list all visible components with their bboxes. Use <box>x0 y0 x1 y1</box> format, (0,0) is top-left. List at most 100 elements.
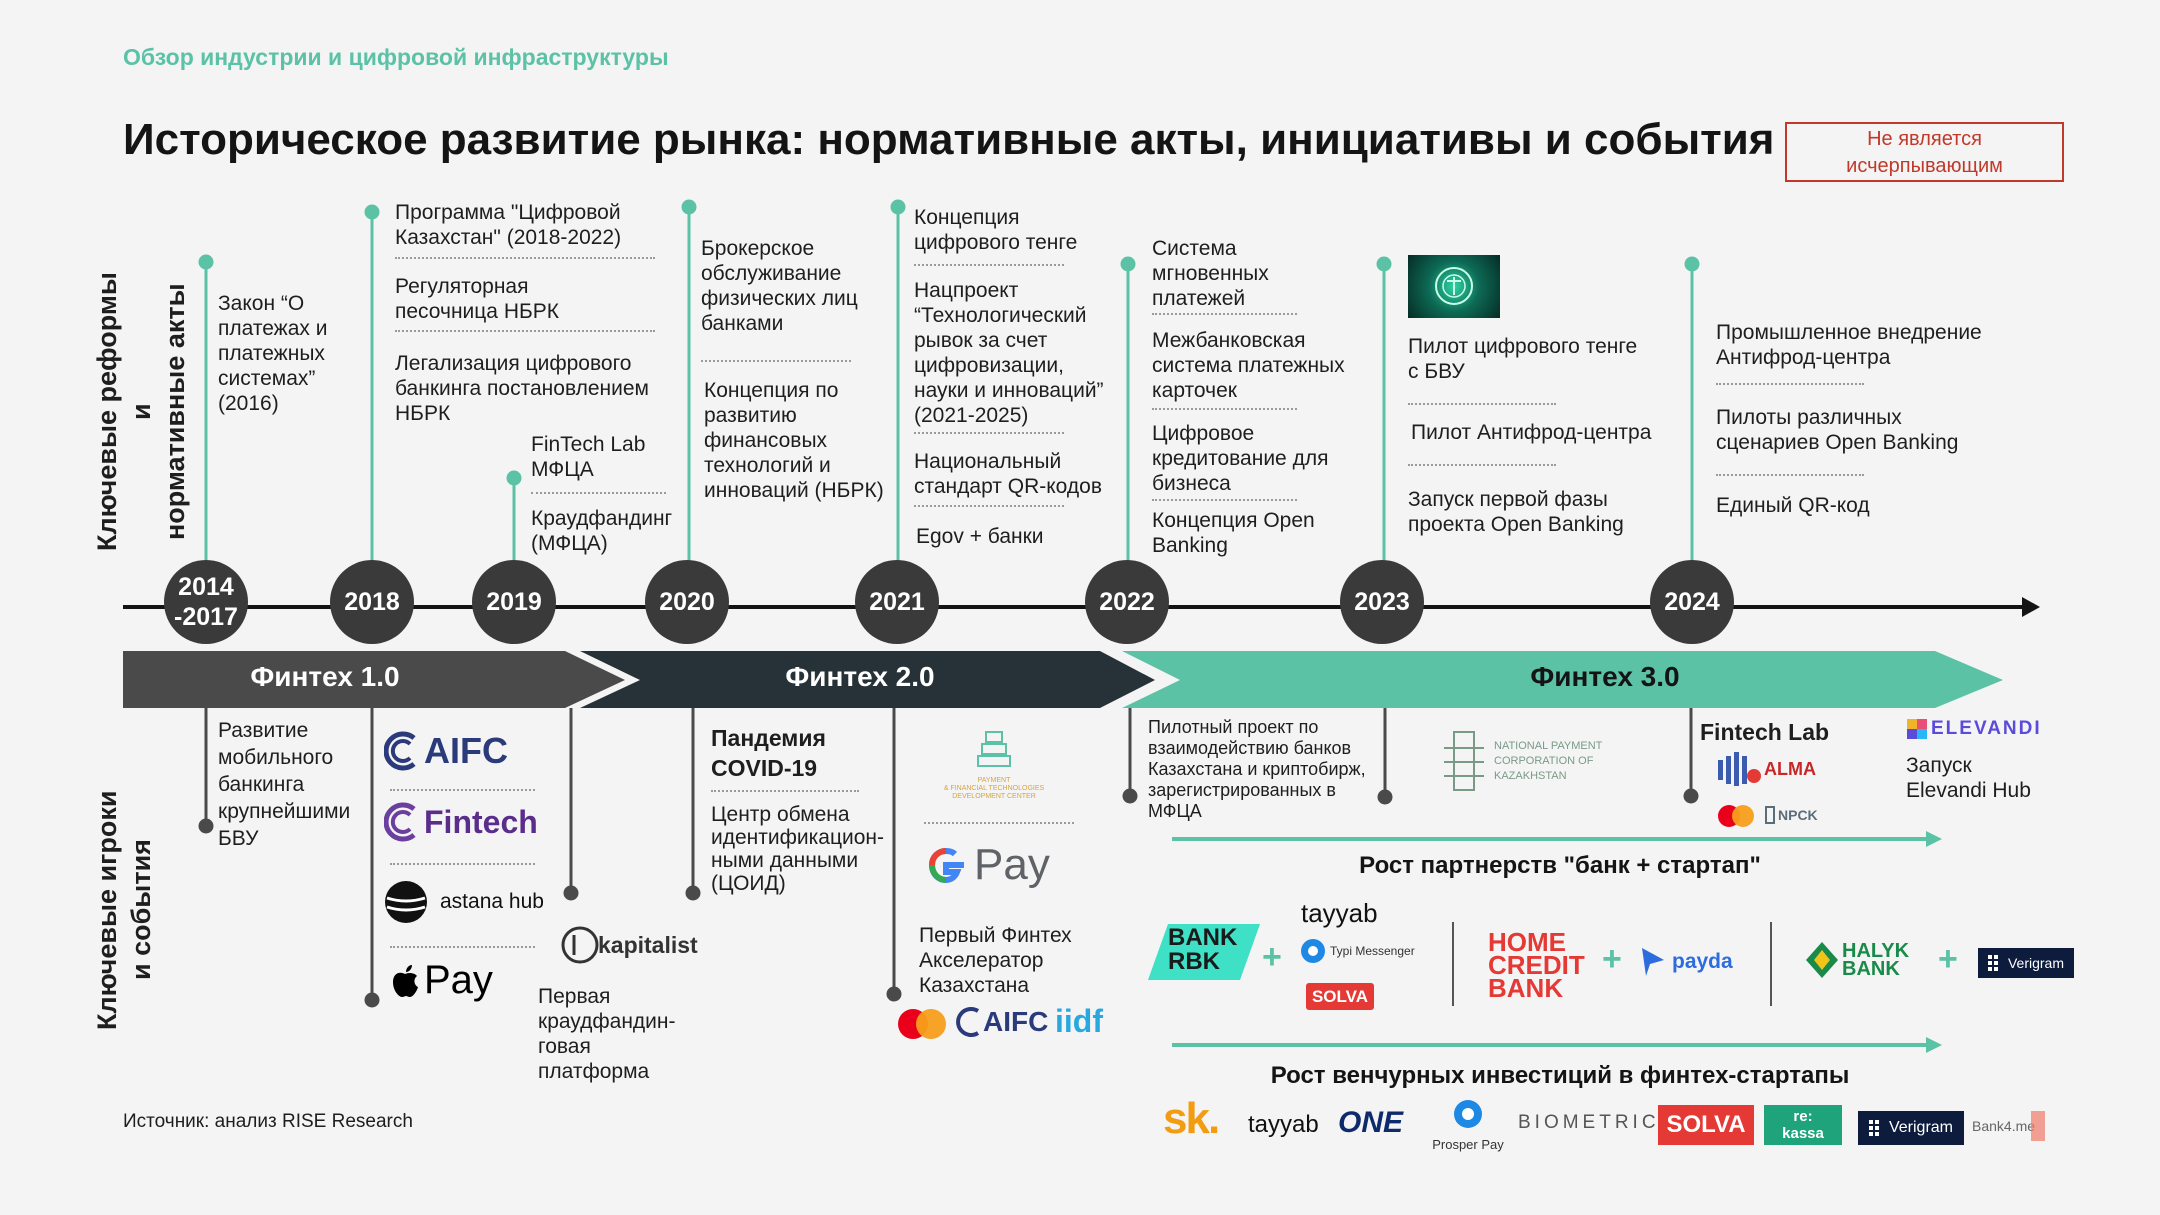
plus-icon: + <box>1938 940 1958 978</box>
year-circle-2021: 2021 <box>855 560 939 644</box>
reform-2022-3: Цифровое кредитование для бизнеса <box>1152 422 1329 495</box>
timeline-arrowhead <box>2022 597 2040 617</box>
investment-arrowhead <box>1926 1037 1942 1053</box>
apple-icon <box>393 964 418 997</box>
event-2022: Пилотный проект по взаимодействию банков… <box>1148 717 1366 821</box>
one-logo: ONE <box>1338 1106 1404 1139</box>
npck-icon <box>1444 731 1484 791</box>
tayyab-logo: tayyab <box>1301 898 1378 928</box>
mastercard-icon <box>898 1009 946 1039</box>
google-icon <box>928 847 964 884</box>
prosper-icon <box>1454 1100 1482 1128</box>
reform-2021-3: Национальный стандарт QR-кодов <box>914 450 1102 498</box>
stage-arrow-1 <box>123 651 625 708</box>
year-circle-2023: 2023 <box>1340 560 1424 644</box>
reform-2023-1: Пилот цифрового тенге с БВУ <box>1408 335 1638 383</box>
npck-small-icon <box>1765 806 1775 824</box>
kapitalist-icon <box>561 926 599 964</box>
stage-label-1: Финтех 1.0 <box>250 661 400 692</box>
investments-heading: Рост венчурных инвестиций в финтех-старт… <box>1270 1062 1850 1089</box>
reform-2019-1: FinTech Lab МФЦА <box>531 433 646 481</box>
event-2020-1: Пандемия COVID-19 <box>711 725 826 781</box>
aifc-logo-small: AIFC <box>955 1005 1048 1039</box>
npck-logo: NATIONAL PAYMENT CORPORATION OF KAZAKHST… <box>1440 728 1602 794</box>
elevandi-logo: ELEVANDI <box>1906 718 2042 740</box>
astana-hub-icon <box>385 881 427 923</box>
event-2019: Первая краудфандин- говая платформа <box>538 985 676 1083</box>
reform-2022-2: Межбанковская система платежных карточек <box>1152 329 1345 402</box>
year-circle-2018: 2018 <box>330 560 414 644</box>
solva-logo-2: SOLVA <box>1658 1105 1754 1145</box>
plus-icon: + <box>1602 940 1622 978</box>
mastercard-logo-small <box>1716 803 1756 834</box>
verigram-logo: Verigram <box>1978 948 2074 978</box>
year-circle-2020: 2020 <box>645 560 729 644</box>
disclaimer-badge: Не является исчерпывающим <box>1785 122 2064 182</box>
alma-icon <box>1718 752 1761 786</box>
verigram-icon-2 <box>1868 1120 1879 1136</box>
home-credit-logo: HOME CREDIT BANK <box>1488 927 1585 1003</box>
reform-2023-3: Запуск первой фазы проекта Open Banking <box>1408 488 1624 536</box>
reform-2022-1: Система мгновенных платежей <box>1152 237 1269 310</box>
pftdc-logo: PAYMENT & FINANCIAL TECHNOLOGIES DEVELOP… <box>924 728 1064 801</box>
year-circle-2019: 2019 <box>472 560 556 644</box>
reform-2022-4: Концепция Open Banking <box>1152 509 1315 557</box>
year-circle-2014-2017: 2014 -2017 <box>164 560 248 644</box>
apple-pay-logo: Pay <box>390 958 493 1003</box>
google-pay-logo: Pay <box>924 840 1050 890</box>
aifc-small-icon <box>956 1007 980 1037</box>
stage-arrow-3 <box>1122 651 2003 708</box>
astana-hub-logo: astana hub <box>384 880 544 924</box>
reform-2021-4: Egov + банки <box>916 525 1044 548</box>
partnerships-heading: Рост партнерств "банк + стартап" <box>1359 852 1761 879</box>
event-2024-1: Fintech Lab <box>1700 719 1830 745</box>
rekassa-logo: re: kassa <box>1764 1105 1842 1145</box>
fintech-logo: Fintech <box>384 801 538 843</box>
biometric-logo: BIOMETRIC <box>1518 1112 1660 1133</box>
halyk-icon <box>1806 942 1838 978</box>
verigram-icon <box>1987 955 1998 971</box>
stage-arrow-2 <box>580 651 1155 708</box>
kapitalist-logo: kapitalist <box>560 925 698 965</box>
page-subtitle: Обзор индустрии и цифровой инфраструктур… <box>123 44 669 70</box>
mastercard-logo <box>896 1007 948 1046</box>
alma-logo: ALMA <box>1716 750 1816 788</box>
reform-2023-2: Пилот Антифрод-центра <box>1411 421 1652 444</box>
typi-icon <box>1301 939 1325 963</box>
solva-logo: SOLVA <box>1306 983 1374 1010</box>
digital-tenge-image <box>1408 255 1500 318</box>
bank-rbk-logo: BANK RBK <box>1148 924 1260 980</box>
reform-2018-2: Регуляторная песочница НБРК <box>395 275 560 323</box>
reform-2020-1: Брокерское обслуживание физических лиц б… <box>701 237 858 335</box>
halyk-bank-logo: HALYK BANK <box>1804 940 1909 980</box>
aifc-logo: AIFC <box>384 730 508 772</box>
elevandi-icon <box>1907 719 1927 739</box>
reform-2014: Закон “О платежах и платежных системах” … <box>218 292 328 415</box>
tayyab-logo-2: tayyab <box>1248 1111 1319 1138</box>
reform-2020-2: Концепция по развитию финансовых техноло… <box>704 379 884 502</box>
year-circle-2022: 2022 <box>1085 560 1169 644</box>
reform-2018-3: Легализация цифрового банкинга постановл… <box>395 352 649 425</box>
plus-icon: + <box>1262 938 1282 976</box>
reform-2024-3: Единый QR-код <box>1716 494 1870 517</box>
prosper-pay-logo: Prosper Pay <box>1426 1098 1510 1152</box>
reform-2021-1: Концепция цифрового тенге <box>914 206 1078 254</box>
pftdc-icon <box>977 731 1011 767</box>
npck-small-logo: NPCK <box>1762 805 1818 825</box>
stage-label-2: Финтех 2.0 <box>785 661 935 692</box>
verigram-logo-2: Verigram <box>1858 1111 1964 1145</box>
event-2024-2: Запуск Elevandi Hub <box>1906 754 2031 802</box>
stage-label-3: Финтех 3.0 <box>1530 661 1680 692</box>
event-2014: Развитие мобильного банкинга крупнейшими… <box>218 719 351 850</box>
sk-logo: sk. <box>1163 1094 1220 1143</box>
source-note: Источник: анализ RISE Research <box>123 1111 413 1132</box>
fintech-icon <box>384 802 416 842</box>
event-2020-2: Центр обмена идентификацион- ными данным… <box>711 803 884 895</box>
reform-2024-2: Пилоты различных сценариев Open Banking <box>1716 406 1959 454</box>
mastercard-small-icon <box>1718 805 1754 827</box>
bank4me-logo: Bank4.me <box>1972 1111 2046 1141</box>
aifc-icon <box>384 731 416 771</box>
payda-logo: payda <box>1640 946 1733 978</box>
page-title: Историческое развитие рынка: нормативные… <box>123 115 1775 164</box>
reform-2019-2: Краудфандинг (МФЦА) <box>531 507 673 555</box>
